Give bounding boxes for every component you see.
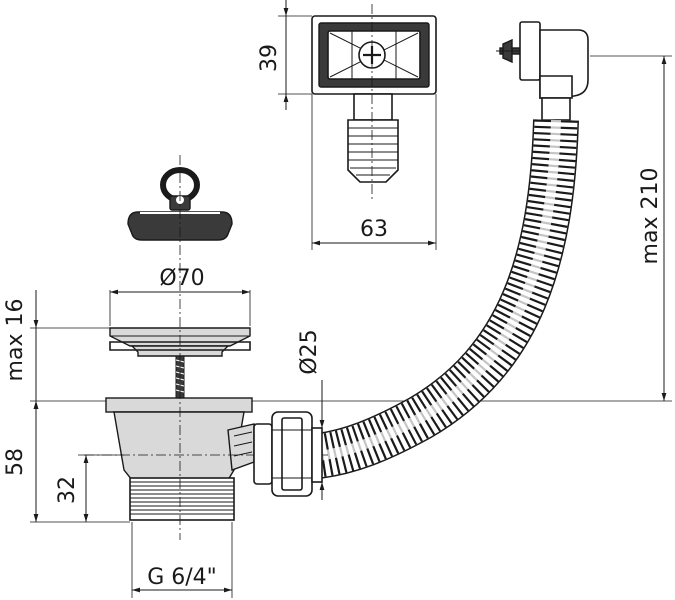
dimension-hose-diameter: Ø25 xyxy=(297,329,325,500)
dimension-hose-length: max 210 xyxy=(252,55,672,402)
overflow-spigot xyxy=(353,93,393,121)
label-body-height: 58 xyxy=(3,448,28,476)
drain-flange xyxy=(105,397,253,413)
drain-bowl xyxy=(113,411,245,481)
label-plug-height: max 16 xyxy=(3,299,28,382)
overflow-corrugated-spigot xyxy=(347,119,399,183)
corrugated-hose xyxy=(314,119,579,479)
dimension-plug-height: max 16 xyxy=(3,290,110,440)
label-flange-diameter: Ø70 xyxy=(159,266,204,291)
drain-thread xyxy=(129,477,235,521)
dimension-thread-height: 32 xyxy=(55,454,124,522)
label-thread-size: G 6/4" xyxy=(147,565,217,590)
label-hose-length: max 210 xyxy=(638,168,663,265)
label-thread-height: 32 xyxy=(55,476,80,504)
dimension-overflow-length: 63 xyxy=(312,217,436,246)
label-hose-diameter: Ø25 xyxy=(297,329,322,374)
dimension-overflow-width: 39 xyxy=(257,0,289,110)
label-overflow-length: 63 xyxy=(360,217,388,242)
dimension-thread-size: G 6/4" xyxy=(131,522,233,598)
dimension-flange-diameter: Ø70 xyxy=(109,266,251,326)
drain-body xyxy=(84,155,328,540)
overflow-assembly xyxy=(278,4,437,250)
hose-coupling-nut xyxy=(253,411,323,497)
dimension-body-height: 58 xyxy=(3,401,130,523)
label-overflow-width: 39 xyxy=(257,44,282,72)
overflow-elbow xyxy=(496,21,589,121)
